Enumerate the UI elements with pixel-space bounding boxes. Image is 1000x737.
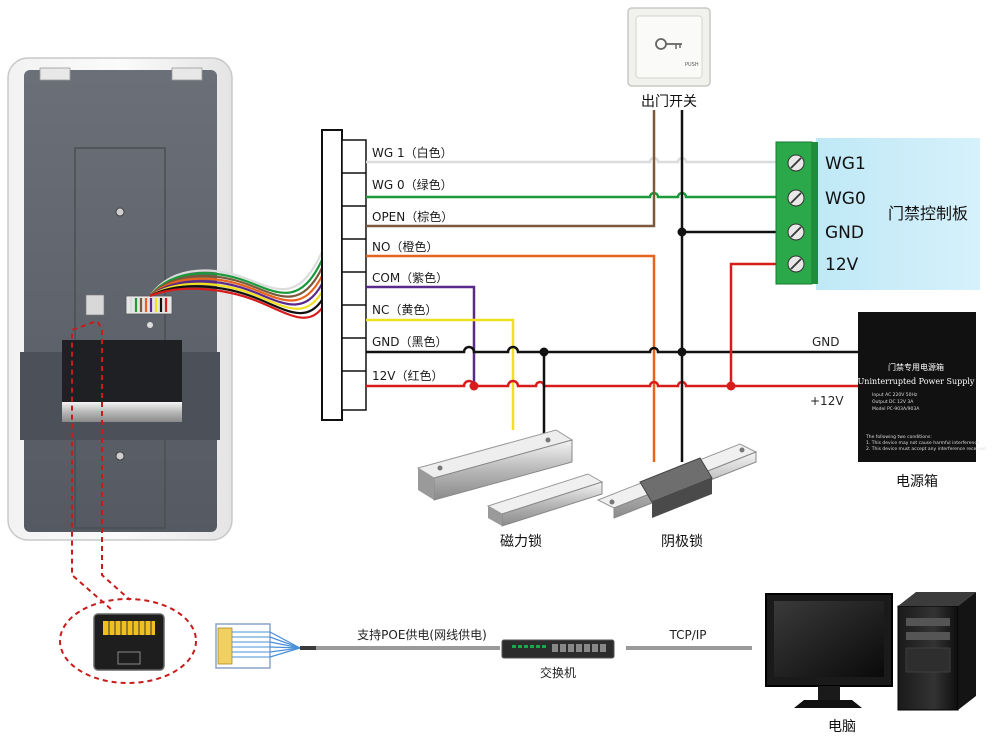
psu-title-cn: 门禁专用电源箱 [888, 362, 944, 372]
terminal-label: WG 0（绿色） [372, 177, 453, 192]
controller-title: 门禁控制板 [888, 204, 968, 223]
psu-spec: Output DC 12V 3A [872, 399, 914, 405]
controller-pin: GND [825, 223, 864, 243]
psu-note: 1. This device may not cause harmful int… [866, 440, 980, 446]
screw-terminals [787, 154, 805, 273]
power-supply-box: GND +12V 门禁专用电源箱 Uninterrupted Power Sup… [810, 312, 986, 490]
psu-title-en: Uninterrupted Power Supply [858, 377, 975, 386]
exit-switch: PUSH 出门开关 [627, 7, 711, 110]
terminal-label: 12V（红色） [372, 368, 443, 383]
network-switch: 交换机 [501, 639, 615, 680]
magnetic-lock-label: 磁力锁 [500, 534, 542, 550]
access-reader-device [7, 57, 233, 541]
psu-spec: Model PC-903A/903A [872, 406, 920, 412]
terminal-block [321, 129, 367, 421]
rj45-port-icon [93, 613, 165, 671]
psu-note: The following two conditions: [865, 434, 932, 440]
terminal-label: NO（橙色） [372, 239, 438, 254]
cable-bundle [149, 251, 323, 319]
terminal-label: COM（紫色） [372, 271, 448, 285]
psu-note: 2. This device must accept any interfere… [866, 446, 986, 452]
controller-pin: WG1 [825, 154, 866, 174]
terminal-label: WG 1（白色） [372, 145, 453, 160]
magnetic-lock: 磁力锁 [416, 429, 604, 550]
controller-pin: 12V [825, 255, 859, 275]
wire-junctions [469, 227, 736, 391]
terminal-labels: WG 1（白色） WG 0（绿色） OPEN（棕色） NO（橙色） COM（紫色… [372, 145, 453, 383]
power-box-label: 电源箱 [896, 474, 938, 490]
rj45-callout [59, 321, 197, 684]
poe-label: 支持POE供电(网线供电) [357, 627, 487, 642]
controller-pin: WG0 [825, 189, 866, 209]
access-controller: WG1 WG0 GND 12V 门禁控制板 [775, 138, 980, 290]
switch-label: 交换机 [540, 665, 576, 680]
exit-switch-label: 出门开关 [641, 94, 697, 110]
strike-lock: 阴极锁 [596, 443, 758, 550]
rail-gnd-label: GND [812, 335, 840, 349]
terminal-label: OPEN（棕色） [372, 209, 453, 224]
tcp-label: TCP/IP [668, 628, 706, 642]
terminal-label: GND（黑色） [372, 335, 448, 349]
push-text: PUSH [685, 62, 699, 68]
rail-12v-label: +12V [810, 394, 844, 408]
terminal-label: NC（黄色） [372, 303, 437, 317]
network-connection: 支持POE供电(网线供电) 交换机 TCP/IP [215, 592, 976, 735]
computer: 电脑 [765, 592, 976, 735]
computer-label: 电脑 [828, 719, 856, 735]
psu-spec: Input AC 220V 50Hz [872, 392, 918, 398]
strike-lock-label: 阴极锁 [661, 534, 703, 550]
